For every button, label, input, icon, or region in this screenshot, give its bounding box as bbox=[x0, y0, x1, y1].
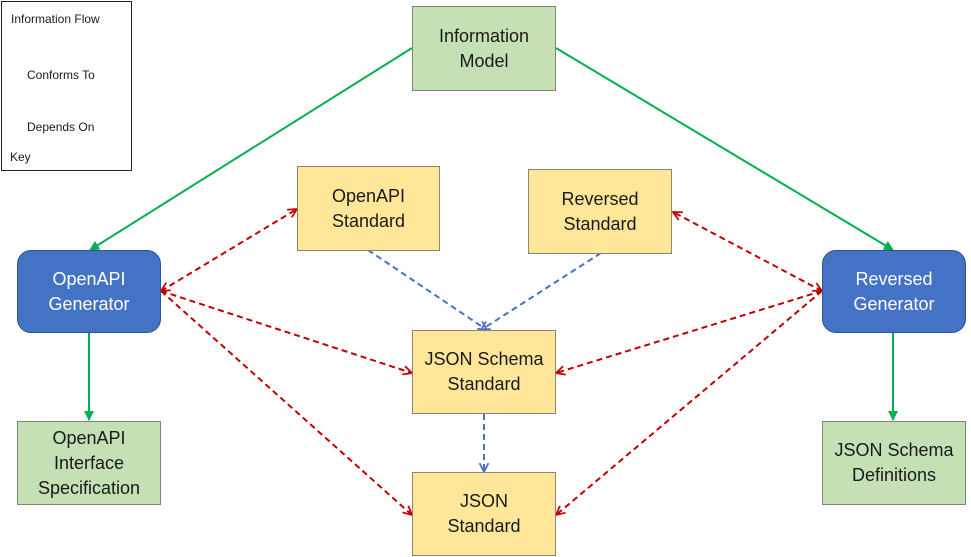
depends-reversed-standard-json-schema bbox=[481, 252, 602, 330]
conforms-openapi-generator-json-schema-standard bbox=[160, 290, 412, 373]
depends-openapi-standard-json-schema bbox=[367, 249, 487, 330]
legend: Information Flow Conforms To Depends On … bbox=[1, 1, 132, 171]
conforms-reversed-generator-json-schema-standard bbox=[556, 290, 823, 373]
conforms-openapi-generator-json-standard bbox=[160, 290, 412, 515]
node-json-schema-standard[interactable]: JSON Schema Standard bbox=[412, 330, 556, 414]
node-reversed-standard[interactable]: Reversed Standard bbox=[528, 169, 672, 254]
legend-depends-on-label: Depends On bbox=[27, 120, 95, 134]
conforms-openapi-generator-openapi-standard bbox=[161, 209, 297, 291]
conforms-reversed-generator-json-standard bbox=[556, 290, 823, 515]
flow-model-to-reversed-generator bbox=[555, 47, 894, 251]
node-information-model[interactable]: Information Model bbox=[412, 6, 556, 91]
node-json-schema-definitions[interactable]: JSON Schema Definitions bbox=[822, 421, 966, 505]
node-openapi-generator[interactable]: OpenAPI Generator bbox=[17, 250, 161, 333]
legend-conforms-to-label: Conforms To bbox=[27, 68, 95, 82]
flow-model-to-openapi-generator bbox=[89, 47, 413, 251]
node-json-standard[interactable]: JSON Standard bbox=[412, 472, 556, 556]
legend-key-label: Key bbox=[10, 150, 31, 164]
node-openapi-interface-specification[interactable]: OpenAPI Interface Specification bbox=[17, 421, 161, 505]
node-openapi-standard[interactable]: OpenAPI Standard bbox=[297, 166, 440, 251]
legend-information-flow-label: Information Flow bbox=[11, 12, 100, 26]
conforms-reversed-generator-reversed-standard bbox=[673, 212, 822, 291]
node-reversed-generator[interactable]: Reversed Generator bbox=[822, 250, 966, 333]
